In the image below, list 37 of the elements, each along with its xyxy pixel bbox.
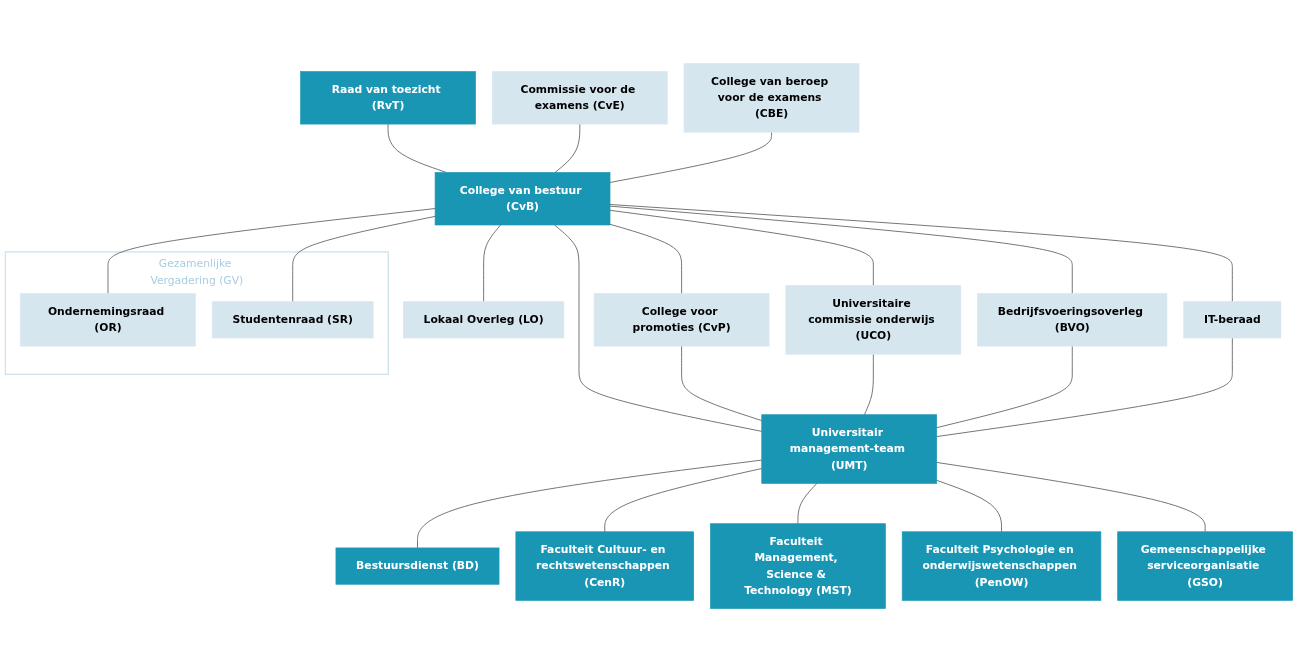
- connector: [797, 482, 818, 525]
- connector: [936, 462, 1206, 533]
- node-box: Universitair management-team (UMT): [761, 414, 937, 484]
- connector: [681, 345, 763, 421]
- connector: [936, 337, 1233, 437]
- node-box: Faculteit Psychologie en onderwijswetenschappen (PenOW): [901, 531, 1102, 601]
- connector: [609, 204, 1233, 303]
- connector: [936, 479, 1002, 533]
- node-box: College van beroep voor de examens (CBE): [683, 63, 860, 133]
- node-box: Studentenraad (SR): [211, 301, 374, 339]
- connector: [609, 205, 1073, 294]
- node-box: Lokaal Overleg (LO): [403, 301, 565, 339]
- node-box: Ondernemingsraad (OR): [20, 293, 196, 347]
- node-box: Bedrijfsvoeringsoverleg (BVO): [977, 293, 1168, 347]
- connector: [609, 209, 874, 286]
- connector: [609, 131, 772, 183]
- connector: [292, 216, 436, 303]
- connector: [107, 208, 436, 294]
- connector: [609, 223, 682, 294]
- node-box: IT-beraad: [1183, 301, 1282, 339]
- connector: [483, 224, 501, 303]
- node-box: Universitaire commissie onderwijs (UCO): [785, 285, 962, 355]
- connector: [604, 468, 763, 533]
- node-box: Raad van toezicht (RvT): [300, 71, 476, 125]
- node-box: Gemeenschappelijke serviceorganisatie (GSO): [1117, 531, 1293, 601]
- connector: [554, 224, 763, 432]
- connector: [387, 123, 447, 173]
- node-box: College van bestuur (CvB): [434, 172, 611, 226]
- node-box: Faculteit Cultuur- en rechtswetenschappen (CenR): [515, 531, 694, 601]
- node-box: College voor promoties (CvP): [593, 293, 770, 347]
- node-box: Bestuursdienst (BD): [335, 547, 500, 585]
- node-box: Faculteit Management, Science & Technology (MST): [710, 523, 886, 609]
- connector: [554, 123, 581, 173]
- connector: [417, 459, 763, 549]
- connector: [936, 345, 1073, 429]
- node-box: Commissie voor de examens (CvE): [492, 71, 668, 125]
- connector: [864, 353, 874, 416]
